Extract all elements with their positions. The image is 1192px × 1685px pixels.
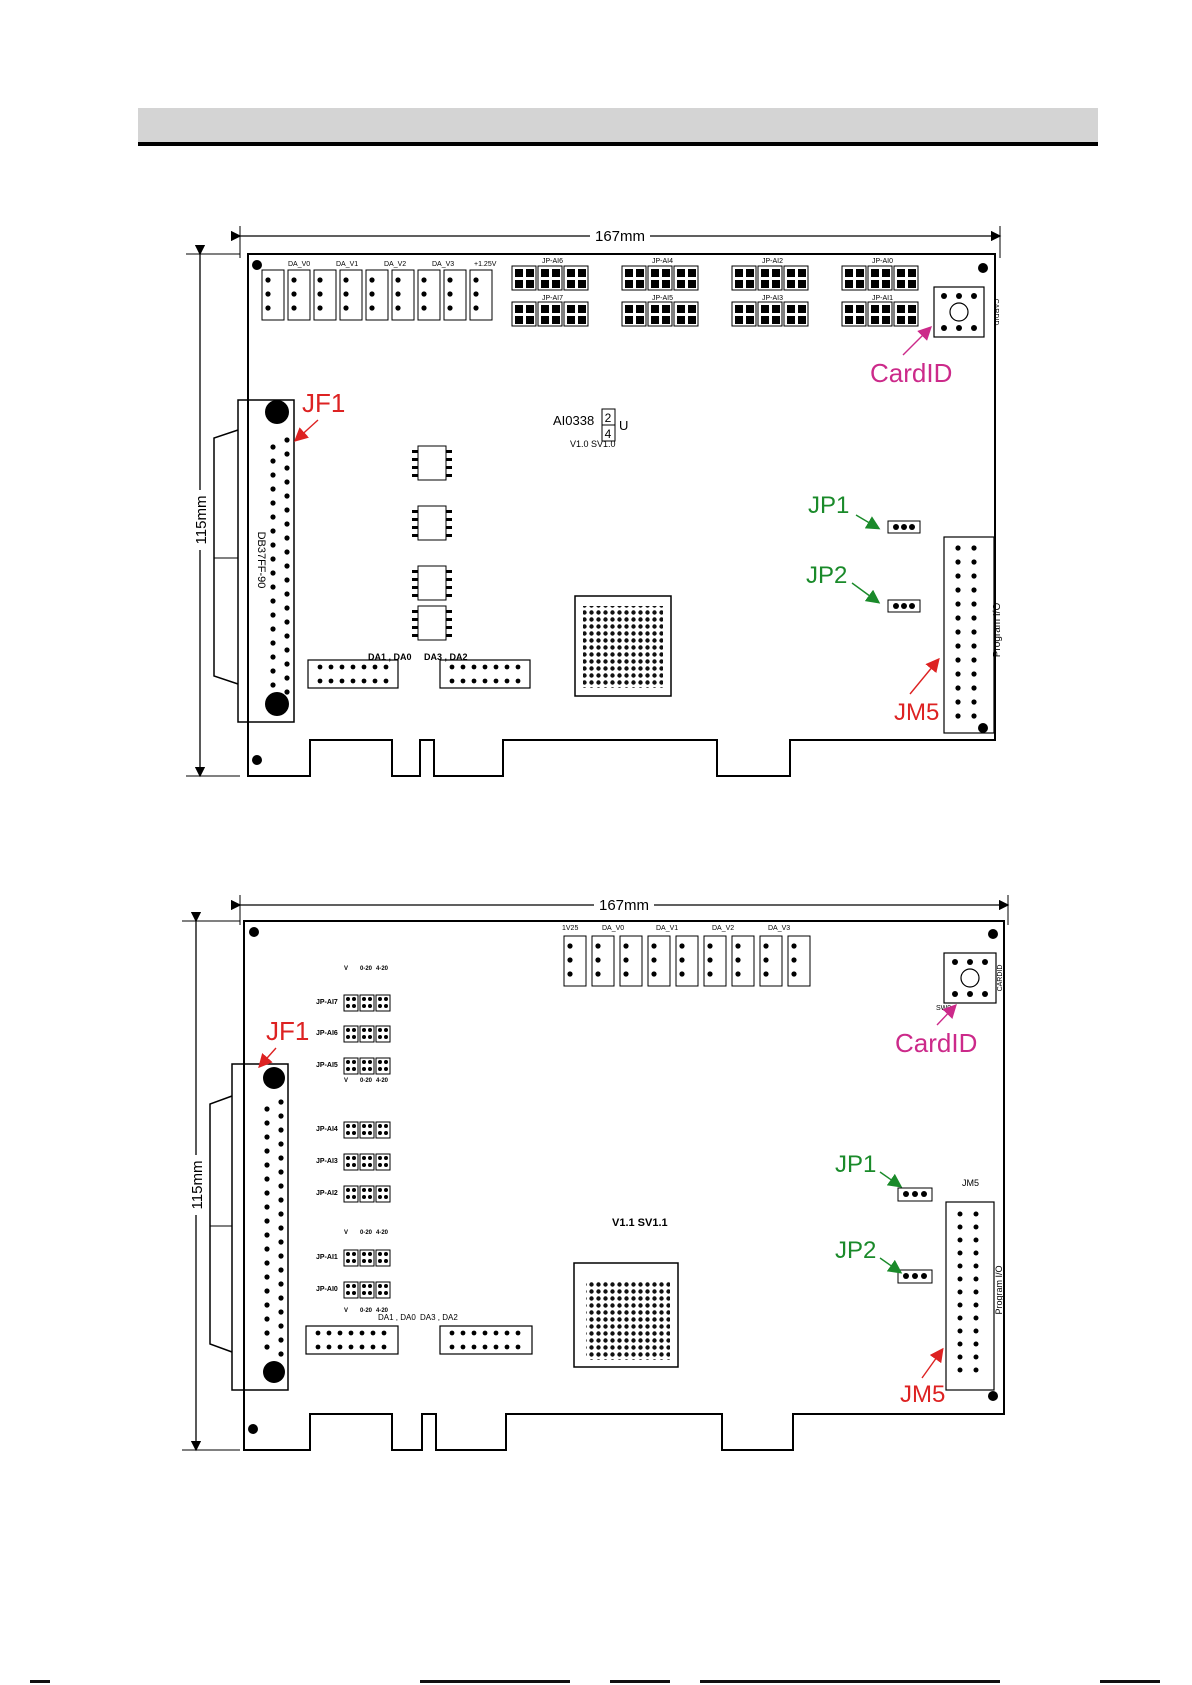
svg-text:DA_V0: DA_V0 bbox=[288, 261, 310, 268]
jp-ai-label: JP-AI3 bbox=[316, 1158, 338, 1165]
jumper-col-label: V bbox=[344, 1308, 348, 1314]
card-id-switch: CARDID bbox=[933, 286, 999, 338]
height-label-2: 115mm bbox=[189, 1161, 206, 1210]
svg-text:JM5: JM5 bbox=[962, 1178, 979, 1188]
jumper-col-label: 0-20 bbox=[360, 1078, 373, 1084]
svg-text:4: 4 bbox=[605, 427, 612, 441]
jf1-connector-2 bbox=[209, 1063, 289, 1391]
svg-text:DA1 , DA0: DA1 , DA0 bbox=[378, 1313, 416, 1322]
jumper-col-label: V bbox=[344, 1078, 348, 1084]
jp1-label: JP1 bbox=[808, 492, 849, 519]
jp-ai-label: JP-AI0 bbox=[316, 1286, 338, 1293]
svg-text:DA_V2: DA_V2 bbox=[712, 925, 734, 932]
width-label: 167mm bbox=[595, 228, 645, 245]
svg-text:JP-AI7: JP-AI7 bbox=[542, 295, 563, 302]
svg-text:JP-AI3: JP-AI3 bbox=[762, 295, 783, 302]
jumper-col-label: 4-20 bbox=[376, 1230, 389, 1236]
svg-text:JP-AI6: JP-AI6 bbox=[542, 258, 563, 265]
height-dimension-2: 115mm bbox=[182, 911, 240, 1452]
width-dimension-2: 167mm bbox=[230, 895, 1010, 925]
svg-text:CARDID: CARDID bbox=[997, 965, 1004, 992]
jumper-col-label: 0-20 bbox=[360, 966, 373, 972]
jm5-label-2: JM5 bbox=[900, 1381, 945, 1408]
jp1-label-2: JP1 bbox=[835, 1151, 876, 1178]
jf1-connector: DB37FF-90 bbox=[213, 399, 295, 723]
height-label: 115mm bbox=[193, 496, 210, 545]
svg-text:DA1 , DA0: DA1 , DA0 bbox=[368, 652, 412, 662]
card-id-switch-2: SW0 CARDID bbox=[936, 952, 1004, 1012]
svg-text:DA_V0: DA_V0 bbox=[602, 925, 624, 932]
version-label: V1.0 SV1.0 bbox=[570, 439, 616, 449]
jp-ai-label: JP-AI7 bbox=[316, 999, 338, 1006]
jumper-col-label: 4-20 bbox=[376, 966, 389, 972]
jp2-label-2: JP2 bbox=[835, 1237, 876, 1264]
svg-text:JP-AI2: JP-AI2 bbox=[762, 258, 783, 265]
svg-text:JP-AI4: JP-AI4 bbox=[652, 258, 673, 265]
board-v1-0: 167mm 115mm DA_V0 DA_V1 DA_V2 DA_V3 +1.2… bbox=[186, 226, 1003, 778]
jp-ai-label: JP-AI1 bbox=[316, 1254, 338, 1261]
board-outline-2 bbox=[243, 920, 1005, 1451]
svg-text:DA_V2: DA_V2 bbox=[384, 261, 406, 268]
height-dimension: 115mm bbox=[186, 244, 240, 778]
jp2-label: JP2 bbox=[806, 562, 847, 589]
da-header-2: DA3 , DA2 bbox=[424, 652, 531, 689]
program-io-label: Program I/O bbox=[992, 603, 1003, 658]
svg-text:DA_V3: DA_V3 bbox=[432, 261, 454, 268]
jumper-col-label: V bbox=[344, 966, 348, 972]
program-io-label-2: Program I/O bbox=[994, 1265, 1004, 1314]
svg-text:JP-AI0: JP-AI0 bbox=[872, 258, 893, 265]
card-id-label-2: CardID bbox=[895, 1028, 977, 1058]
da-header-2-b2: DA3 , DA2 bbox=[420, 1313, 533, 1355]
svg-text:+1.25V: +1.25V bbox=[474, 261, 497, 268]
jumper-col-label: 4-20 bbox=[376, 1078, 389, 1084]
card-id-label: CardID bbox=[870, 358, 952, 388]
svg-text:DA_V1: DA_V1 bbox=[336, 261, 358, 268]
board-outline bbox=[247, 253, 996, 777]
model-prefix: AI0338 bbox=[553, 413, 594, 428]
da-header-1: DA1 , DA0 bbox=[307, 652, 412, 689]
da-header-1-b2: DA1 , DA0 bbox=[305, 1313, 416, 1355]
version-label-2: V1.1 SV1.1 bbox=[612, 1217, 668, 1229]
jp-ai-label: JP-AI4 bbox=[316, 1126, 338, 1133]
width-dimension: 167mm bbox=[230, 226, 1002, 258]
board-v1-1: 167mm 115mm 1V25 DA_V0 DA_V1 DA_V2 DA_V3… bbox=[182, 895, 1010, 1452]
width-label-2: 167mm bbox=[599, 897, 649, 914]
svg-text:SW0: SW0 bbox=[936, 1005, 951, 1012]
jumper-col-label: V bbox=[344, 1230, 348, 1236]
svg-text:DA_V1: DA_V1 bbox=[656, 925, 678, 932]
connector-label: DB37FF-90 bbox=[255, 532, 267, 589]
svg-text:U: U bbox=[619, 418, 628, 433]
svg-text:CARDID: CARDID bbox=[992, 299, 999, 326]
jm5-label: JM5 bbox=[894, 699, 939, 726]
jp-ai-label: JP-AI2 bbox=[316, 1190, 338, 1197]
svg-text:JP-AI1: JP-AI1 bbox=[872, 295, 893, 302]
svg-text:JP-AI5: JP-AI5 bbox=[652, 295, 673, 302]
svg-text:DA3 , DA2: DA3 , DA2 bbox=[420, 1313, 458, 1322]
jp-ai-label: JP-AI5 bbox=[316, 1062, 338, 1069]
jf1-label-2: JF1 bbox=[266, 1016, 309, 1046]
svg-text:1V25: 1V25 bbox=[562, 925, 578, 932]
header-bar bbox=[138, 108, 1098, 146]
jp-ai-label: JP-AI6 bbox=[316, 1030, 338, 1037]
svg-text:DA_V3: DA_V3 bbox=[768, 925, 790, 932]
jumper-col-label: 0-20 bbox=[360, 1308, 373, 1314]
svg-text:DA3 , DA2: DA3 , DA2 bbox=[424, 652, 468, 662]
svg-text:2: 2 bbox=[605, 411, 612, 425]
jumper-col-label: 4-20 bbox=[376, 1308, 389, 1314]
jumper-col-label: 0-20 bbox=[360, 1230, 373, 1236]
jf1-label: JF1 bbox=[302, 388, 345, 418]
